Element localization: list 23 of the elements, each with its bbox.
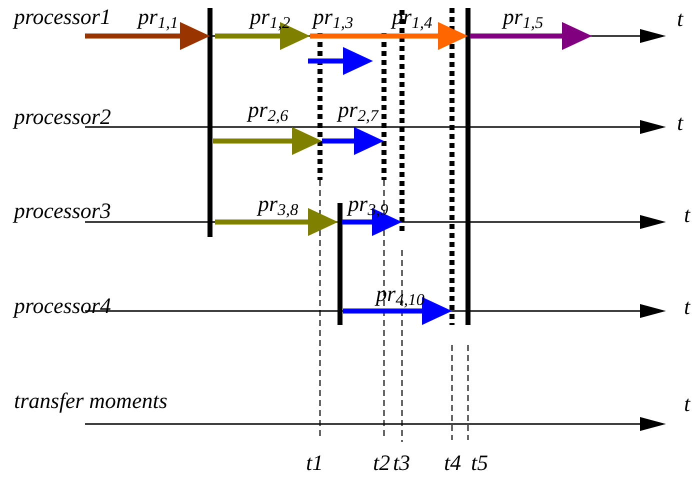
time-label: t2 xyxy=(373,452,390,474)
task-label: pr$_{1,1}$ xyxy=(138,6,178,28)
axis-label: t xyxy=(684,296,690,318)
task-label: pr$_{3,8}$ xyxy=(258,193,298,215)
axis-label: t xyxy=(677,8,684,30)
task-label: pr$_{1,2}$ xyxy=(250,6,290,28)
time-label: t3 xyxy=(393,452,410,474)
task-label: pr$_{2,7}$ xyxy=(338,99,378,121)
row-label: processor1 xyxy=(14,6,111,28)
time-label: t5 xyxy=(471,452,488,474)
task-label: pr$_{1,3}$ xyxy=(313,6,354,28)
row-label: processor4 xyxy=(14,295,111,317)
axis-label: t xyxy=(684,393,690,415)
task-label: pr$_{4,10}$ xyxy=(376,283,424,305)
time-label: t1 xyxy=(306,452,324,474)
task-label: pr$_{1,5}$ xyxy=(503,6,544,28)
task-label: pr$_{2,6}$ xyxy=(248,99,288,121)
axis-label: t xyxy=(684,204,690,226)
row-label: processor2 xyxy=(14,106,111,128)
axis-label: t xyxy=(677,112,684,134)
time-label: t4 xyxy=(444,452,462,474)
row-label: transfer moments xyxy=(14,390,168,412)
row-label: processor3 xyxy=(14,200,111,222)
